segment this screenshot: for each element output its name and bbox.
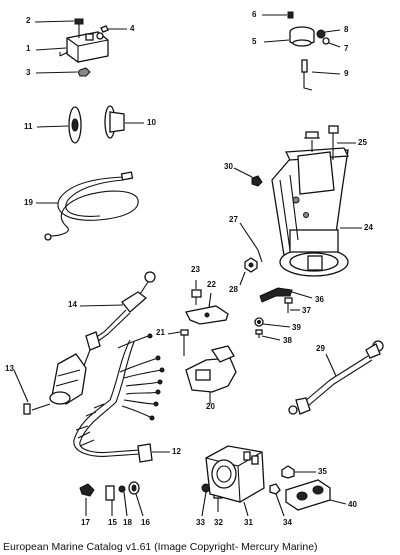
callout-14: 14 (68, 300, 77, 309)
part-20-switch (185, 345, 237, 404)
part-8-nut (316, 29, 341, 39)
part-23-screw (191, 280, 202, 305)
part-2-screw (34, 18, 84, 38)
part-30-clip (233, 167, 263, 187)
part-13-fuse-holder (13, 353, 87, 415)
callout-2: 2 (26, 16, 31, 25)
part-1-solenoid-switch (59, 31, 109, 63)
part-14-battery-cable (79, 271, 156, 377)
part-12-wire-harness (73, 333, 170, 463)
part-5-solenoid (263, 26, 315, 47)
part-34-nut (269, 483, 285, 517)
callout-25: 25 (358, 138, 367, 147)
callout-31: 31 (244, 518, 253, 527)
callout-40: 40 (348, 500, 357, 509)
callout-21: 21 (156, 328, 165, 337)
callout-33: 33 (196, 518, 205, 527)
part-25-bolt (328, 125, 356, 160)
callout-11: 11 (24, 122, 33, 131)
callout-32: 32 (214, 518, 223, 527)
part-6-screw (262, 11, 294, 19)
callout-29: 29 (316, 344, 325, 353)
callout-28: 28 (229, 285, 238, 294)
copyright-caption: European Marine Catalog v1.61 (Image Cop… (3, 541, 318, 553)
part-36-ground-strap (259, 287, 313, 303)
part-9-bracket (301, 59, 341, 91)
part-39-washer (254, 317, 291, 328)
part-4-terminal (100, 25, 127, 33)
callout-27: 27 (229, 215, 238, 224)
callout-39: 39 (292, 323, 301, 332)
part-27-wire-lead (239, 222, 263, 263)
callout-34: 34 (283, 518, 292, 527)
part-11-grommet (36, 106, 82, 144)
callout-12: 12 (172, 447, 181, 456)
callout-38: 38 (283, 336, 292, 345)
part-18-washer (118, 485, 128, 517)
callout-23: 23 (191, 265, 200, 274)
part-37-screw (284, 297, 300, 313)
part-17-spring (79, 483, 95, 516)
callout-36: 36 (315, 295, 324, 304)
part-10-grommet (104, 105, 144, 139)
part-3-nut (35, 67, 91, 77)
part-21-bolt (167, 329, 189, 356)
callout-30: 30 (224, 162, 233, 171)
callout-20: 20 (206, 402, 215, 411)
callout-24: 24 (364, 223, 373, 232)
part-7-washer (322, 37, 341, 48)
callout-17: 17 (81, 518, 90, 527)
callout-16: 16 (141, 518, 150, 527)
callout-19: 19 (24, 198, 33, 207)
part-38-screw (255, 329, 281, 341)
part-35-nut (281, 465, 316, 479)
callout-9: 9 (344, 69, 349, 78)
callout-1: 1 (26, 44, 31, 53)
callout-37: 37 (302, 306, 311, 315)
callout-13: 13 (5, 364, 14, 373)
part-24-starter-motor (271, 131, 362, 277)
part-28-nut (239, 257, 258, 286)
part-40-terminal-cover (285, 479, 347, 511)
part-15-fuse (105, 485, 115, 516)
callout-7: 7 (344, 44, 349, 53)
part-16-cap (128, 481, 144, 517)
callout-4: 4 (130, 24, 135, 33)
callout-15: 15 (108, 518, 117, 527)
part-22-bracket (185, 292, 229, 325)
part-19-coiled-cable (36, 171, 139, 241)
part-31-starter-solenoid (205, 445, 265, 517)
callout-18: 18 (123, 518, 132, 527)
callout-6: 6 (252, 10, 257, 19)
callout-3: 3 (26, 68, 31, 77)
part-29-battery-cable (288, 340, 384, 415)
callout-8: 8 (344, 25, 349, 34)
callout-10: 10 (147, 118, 156, 127)
callout-35: 35 (318, 467, 327, 476)
callout-22: 22 (207, 280, 216, 289)
callout-5: 5 (252, 37, 257, 46)
